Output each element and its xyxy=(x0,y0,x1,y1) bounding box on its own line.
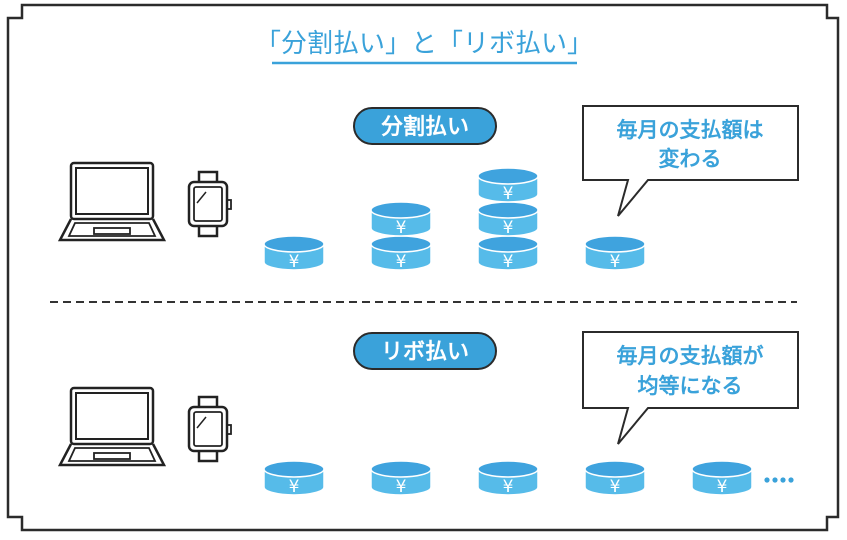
yen-coin-icon: ¥ xyxy=(263,460,325,497)
coin-stack: ¥ ¥ ¥ xyxy=(477,167,539,272)
yen-coin-icon: ¥ xyxy=(370,235,432,272)
coin-stacks: ¥ ¥ ¥ ¥ ¥ xyxy=(263,460,753,497)
yen-symbol: ¥ xyxy=(396,252,407,272)
frame-border xyxy=(6,3,840,532)
coin-stack: ¥ xyxy=(691,460,753,497)
yen-symbol: ¥ xyxy=(396,218,407,238)
label-pill: リボ払い xyxy=(353,332,497,370)
yen-symbol: ¥ xyxy=(717,477,728,497)
yen-symbol: ¥ xyxy=(289,477,300,497)
purchased-items xyxy=(57,161,232,242)
bubble-line-2: 変わる xyxy=(659,147,722,171)
pill-label: リボ払い xyxy=(381,340,469,365)
coin-stack: ¥ xyxy=(477,460,539,497)
bubble-line-2: 均等になる xyxy=(638,374,743,398)
smartwatch-icon xyxy=(187,170,232,238)
continuation-dot xyxy=(764,477,770,483)
yen-coin-icon: ¥ xyxy=(477,201,539,238)
yen-symbol: ¥ xyxy=(503,477,514,497)
coin-stack: ¥ xyxy=(584,460,646,497)
coin-stack: ¥ xyxy=(263,460,325,497)
section-revolving: リボ払い 毎月の支払額が 均等になる ¥ ¥ ¥ ¥ ¥ xyxy=(57,331,799,497)
yen-coin-icon: ¥ xyxy=(477,460,539,497)
yen-symbol: ¥ xyxy=(396,477,407,497)
yen-symbol: ¥ xyxy=(610,477,621,497)
yen-symbol: ¥ xyxy=(503,184,514,204)
purchased-items xyxy=(57,386,232,467)
continuation-dot xyxy=(772,477,778,483)
coin-stack: ¥¥ xyxy=(370,201,432,272)
yen-symbol: ¥ xyxy=(610,252,621,272)
section-installment: 分割払い 毎月の支払額は 変わる ¥¥¥¥¥¥¥ xyxy=(57,105,799,272)
continuation-dot xyxy=(788,477,794,483)
bubble-line-1: 毎月の支払額は xyxy=(617,118,764,142)
yen-coin-icon: ¥ xyxy=(263,235,325,272)
yen-coin-icon: ¥ xyxy=(477,235,539,272)
diagram-title: 「分割払い」と「リボ払い」 xyxy=(255,29,593,59)
continuation-dot xyxy=(780,477,786,483)
laptop-icon xyxy=(57,161,167,242)
laptop-icon xyxy=(57,386,167,467)
yen-coin-icon: ¥ xyxy=(370,201,432,238)
yen-coin-icon: ¥ xyxy=(370,460,432,497)
coin-stack: ¥ xyxy=(584,235,646,272)
yen-coin-icon: ¥ xyxy=(584,460,646,497)
yen-symbol: ¥ xyxy=(503,252,514,272)
label-pill: 分割払い xyxy=(353,107,497,145)
yen-symbol: ¥ xyxy=(503,218,514,238)
coin-stacks: ¥¥¥¥¥¥¥ xyxy=(263,167,646,272)
yen-coin-icon: ¥ xyxy=(691,460,753,497)
bubble-line-1: 毎月の支払額が xyxy=(617,344,764,368)
yen-symbol: ¥ xyxy=(289,252,300,272)
smartwatch-icon xyxy=(187,395,232,463)
coin-stack: ¥ xyxy=(370,460,432,497)
continuation-dots xyxy=(764,477,794,483)
yen-coin-icon: ¥ xyxy=(477,167,539,204)
coin-stack: ¥ xyxy=(263,235,325,272)
yen-coin-icon: ¥ xyxy=(584,235,646,272)
speech-bubble: 毎月の支払額は 変わる xyxy=(582,105,799,217)
speech-bubble: 毎月の支払額が 均等になる xyxy=(582,331,799,445)
pill-label: 分割払い xyxy=(381,114,469,140)
